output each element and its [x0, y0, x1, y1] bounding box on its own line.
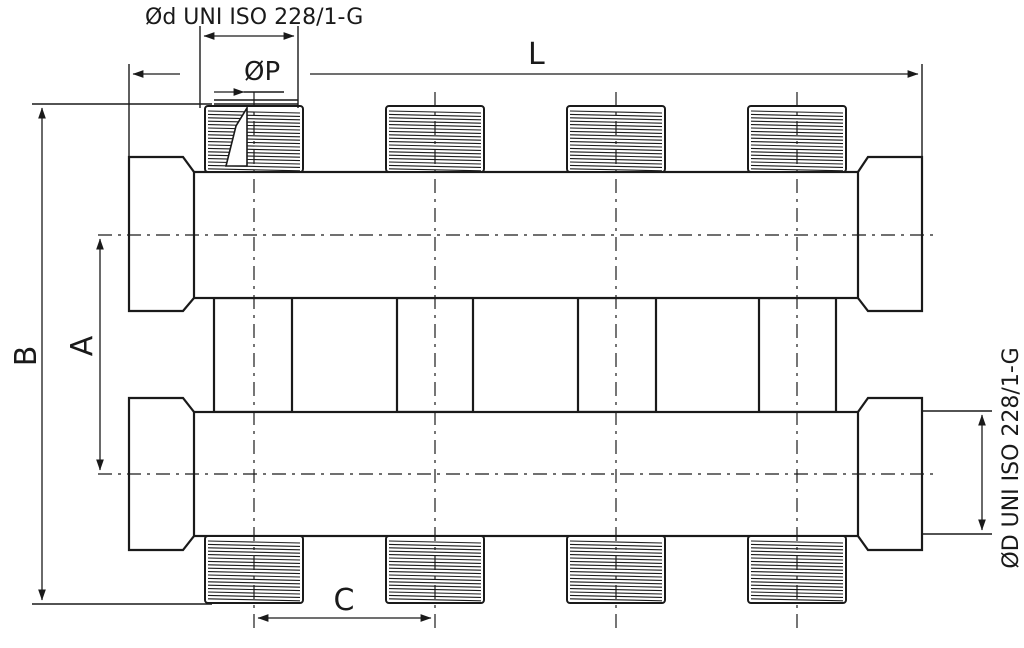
bottom-threaded-outlet-2: [385, 535, 485, 604]
connector-pipe-1: [212, 296, 294, 414]
label-thread-small: Ød UNI ISO 228/1-G: [145, 5, 363, 30]
top-left-end-cap: [127, 155, 196, 313]
dimension-labels: Ød UNI ISO 228/1-G ØP L B A C ØD UNI ISO…: [9, 5, 1024, 618]
label-height: B: [9, 346, 44, 367]
top-right-end-cap: [856, 155, 924, 313]
top-manifold-bar: [127, 155, 924, 313]
top-threaded-outlets: [204, 105, 847, 173]
center-lines: [98, 92, 938, 628]
label-diameter-p: ØP: [244, 57, 280, 87]
label-length: L: [528, 37, 545, 72]
label-axis-distance: A: [65, 335, 100, 356]
bottom-threaded-outlets: [204, 535, 847, 604]
top-threaded-outlet-3: [566, 105, 666, 173]
label-thread-large: ØD UNI ISO 228/1-G: [999, 347, 1024, 568]
connector-pipe-3: [576, 296, 658, 414]
dimension-lines: [32, 26, 992, 622]
outlet-section-cutaway: [214, 99, 298, 167]
connector-pipes: [212, 296, 838, 414]
label-outlet-spacing: C: [334, 583, 355, 618]
